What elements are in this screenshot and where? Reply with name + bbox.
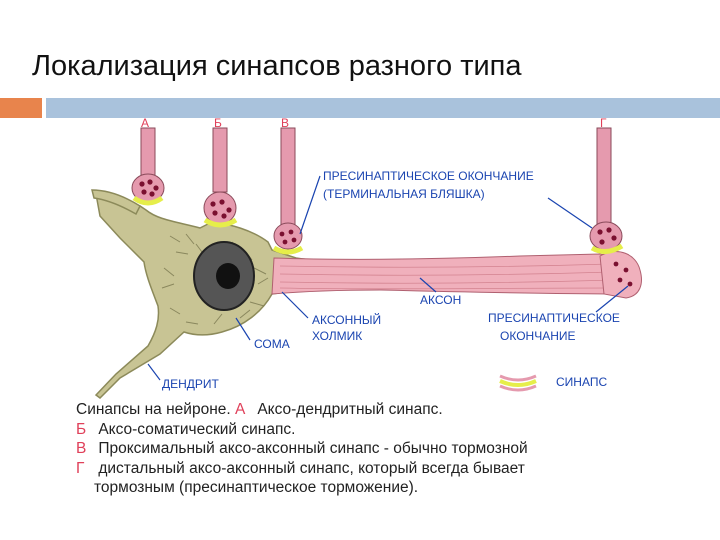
legend-letter: В — [76, 440, 87, 457]
legend-letter: Г — [76, 459, 85, 477]
axon — [271, 253, 623, 295]
legend: Синапсы на нейроне. А Аксо-дендритный си… — [76, 400, 528, 498]
legend-text: Проксимальный аксо-аксонный синапс - обы… — [98, 440, 528, 457]
legend-text: Аксо-соматический синапс. — [98, 420, 296, 438]
letter-b: Б — [214, 118, 222, 130]
terminal-v — [272, 127, 304, 255]
legend-letter: Б — [76, 420, 87, 438]
accent-bar-orange — [0, 98, 42, 118]
terminal-g — [589, 127, 633, 287]
label-synapse: СИНАПС — [556, 375, 607, 389]
letter-v: В — [281, 118, 289, 130]
terminal-b — [203, 127, 238, 228]
label-axon: АКСОН — [420, 293, 461, 307]
legend-row-continuation: тормозным (пресинаптическое торможение). — [76, 478, 528, 498]
legend-letter: А — [235, 401, 246, 418]
legend-row-b: Б Аксо-соматический синапс. — [76, 420, 528, 440]
synapse-symbol — [499, 374, 537, 392]
legend-row-a: Синапсы на нейроне. А Аксо-дендритный си… — [76, 400, 528, 420]
label-presyn-right-2: ОКОНЧАНИЕ — [500, 329, 576, 343]
legend-text: Аксо-дендритный синапс. — [257, 401, 443, 418]
label-dendrite: ДЕНДРИТ — [162, 377, 220, 391]
axon-terminal — [599, 251, 642, 299]
letter-a: А — [141, 118, 149, 130]
neuron-diagram: А Б В Г ПРЕСИНАПТИЧЕСКОЕ ОКОНЧАНИЕ (ТЕРМ… — [91, 118, 642, 399]
axon-fibers — [279, 263, 615, 290]
legend-heading: Синапсы на нейроне. — [76, 401, 231, 418]
dendrite-upper-left — [91, 189, 141, 216]
legend-text: тормозным (пресинаптическое торможение). — [94, 479, 419, 496]
label-hillock-2: ХОЛМИК — [312, 329, 362, 343]
legend-row-g: Г дистальный аксо-аксонный синапс, котор… — [76, 459, 528, 479]
legend-text: дистальный аксо-аксонный синапс, который… — [98, 459, 525, 477]
slide-title: Локализация синапсов разного типа — [32, 50, 522, 82]
letter-g: Г — [600, 118, 607, 130]
label-hillock-1: АКСОННЫЙ — [312, 312, 381, 327]
legend-row-v: В Проксимальный аксо-аксонный синапс - о… — [76, 439, 528, 459]
leader-lines — [147, 175, 629, 381]
label-soma: СОМА — [254, 337, 290, 351]
terminal-a — [131, 127, 165, 206]
accent-bar-blue — [46, 98, 720, 118]
nucleolus — [216, 263, 240, 289]
label-presyn-right-1: ПРЕСИНАПТИЧЕСКОЕ — [488, 311, 620, 325]
label-presyn-2: (ТЕРМИНАЛЬНАЯ БЛЯШКА) — [323, 187, 485, 201]
label-presyn-1: ПРЕСИНАПТИЧЕСКОЕ ОКОНЧАНИЕ — [323, 169, 534, 183]
